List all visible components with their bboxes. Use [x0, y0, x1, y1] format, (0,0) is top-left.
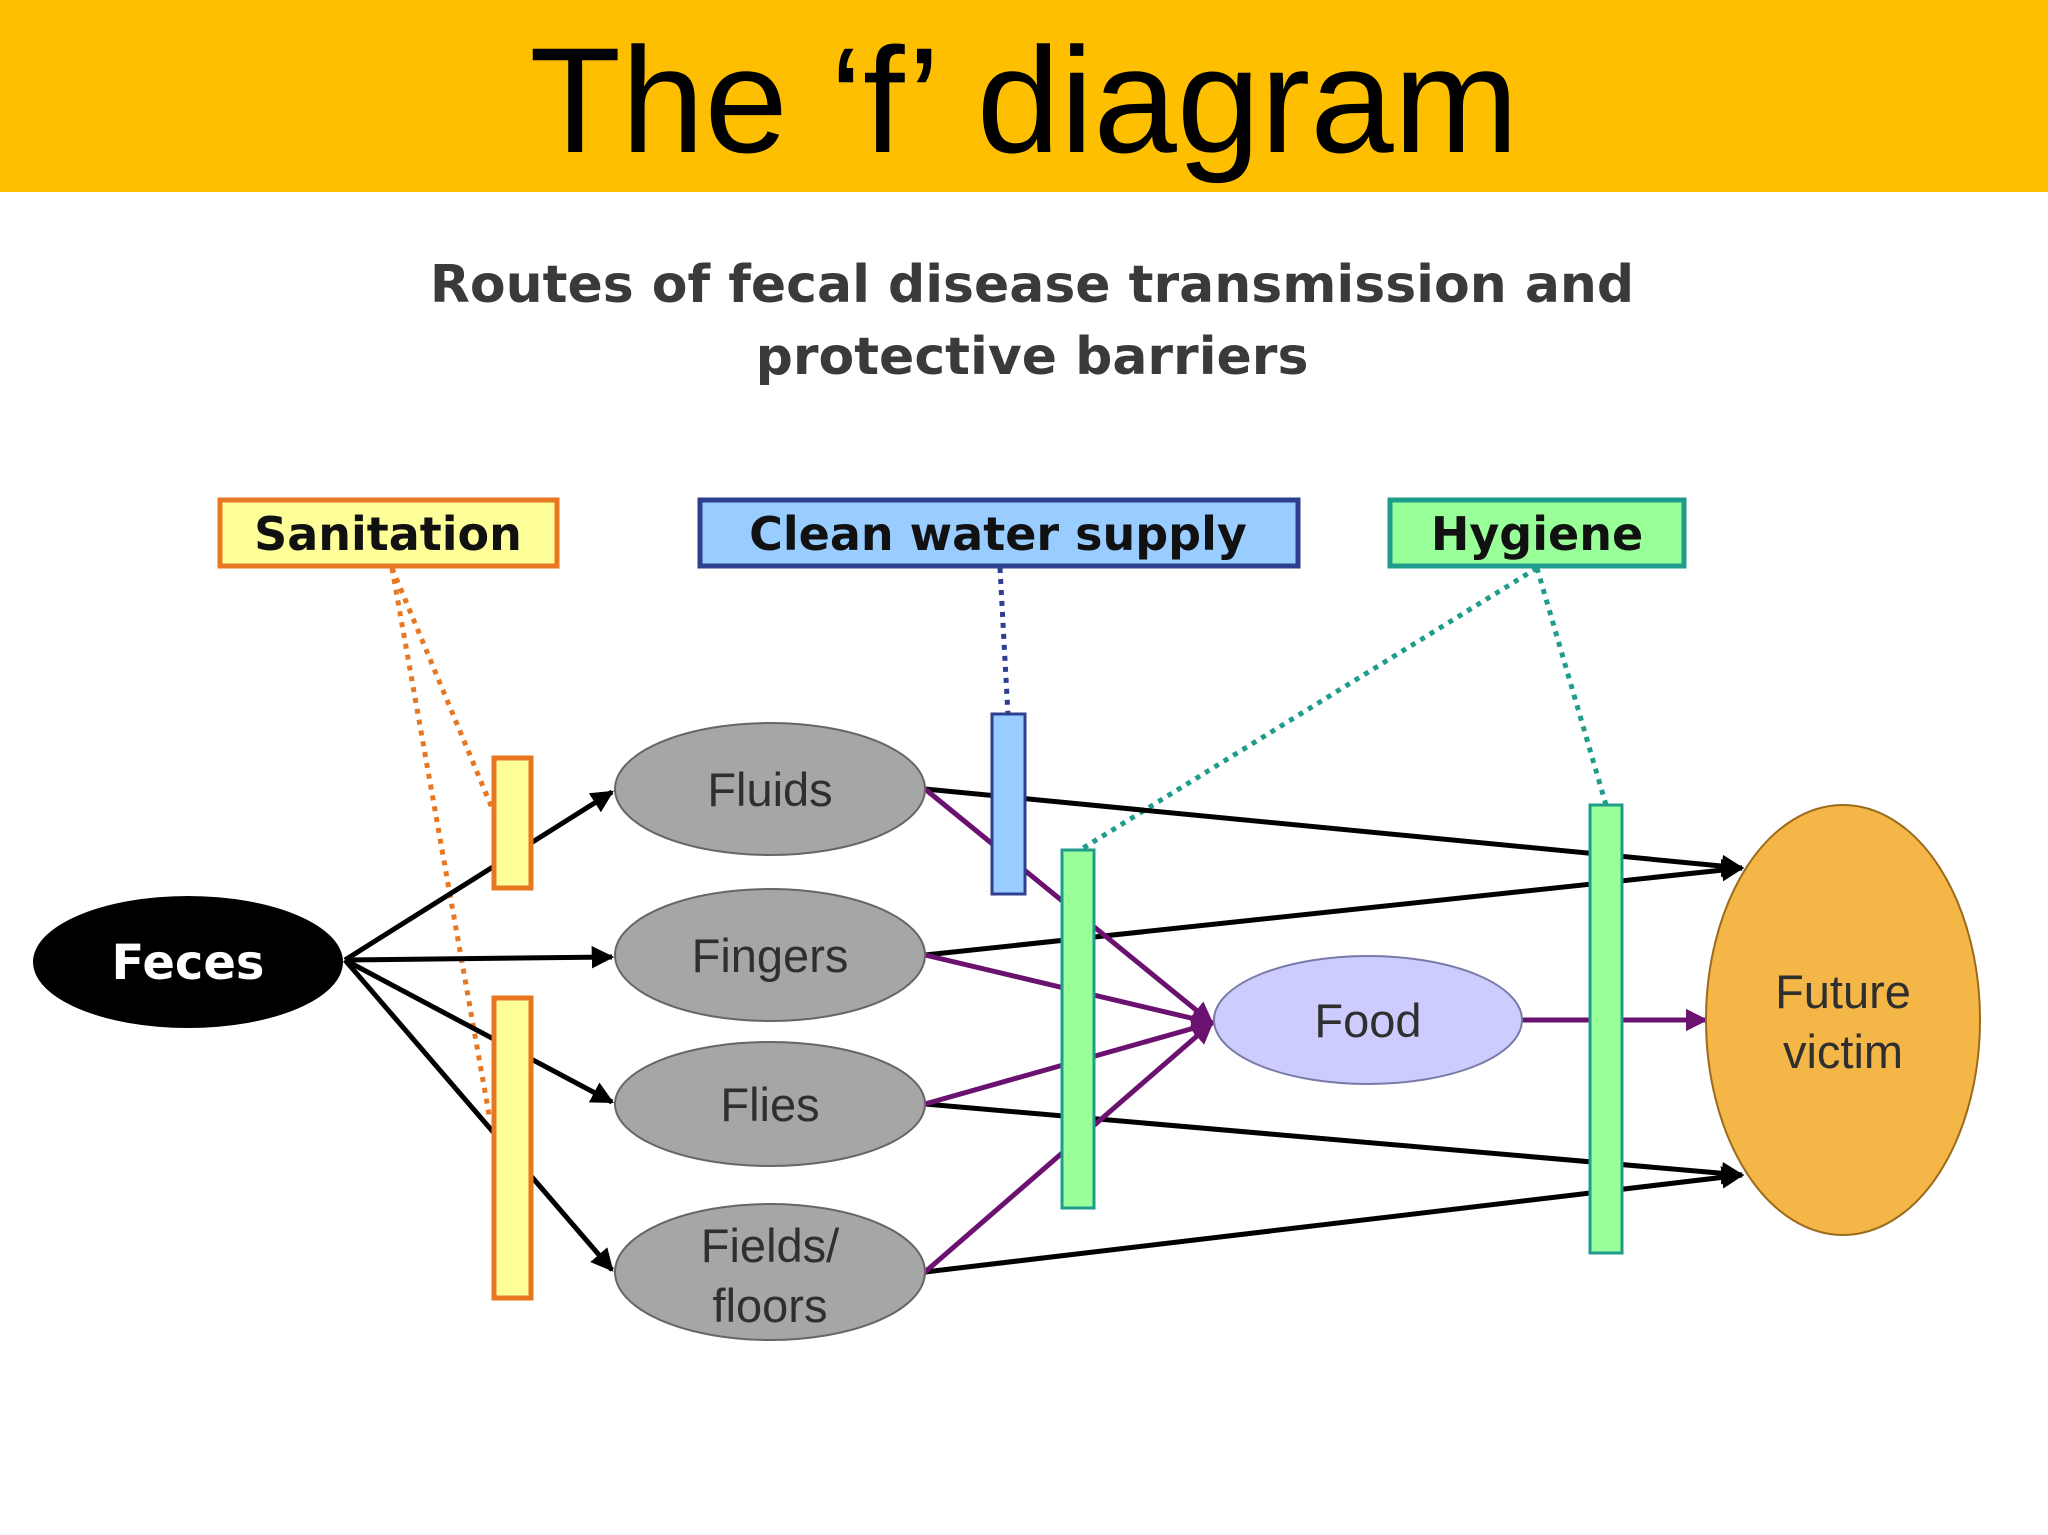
fields-floors-label-line2: floors [713, 1279, 828, 1332]
fluids-node [614, 722, 926, 856]
food-label: Food [1314, 994, 1421, 1047]
future-victim-label-line2: victim [1783, 1025, 1903, 1078]
arrow-feces-flies [343, 957, 614, 1105]
fields-floors-label-line1: Fields/ [701, 1219, 840, 1272]
clean-water-label-box [697, 497, 1301, 569]
sanitation-dotted-connectors [389, 567, 500, 1121]
diagram-subtitle-line1: Routes of fecal disease transmission and [430, 255, 1634, 315]
diagram-subtitle-line2: protective barriers [756, 327, 1309, 387]
hygiene-barrier-left [1060, 848, 1096, 1210]
hygiene-connector-left [1078, 565, 1539, 853]
sanitation-label-box [217, 497, 560, 569]
hygiene-label-box [1387, 497, 1687, 569]
future-victim-node [1705, 804, 1981, 1236]
sanitation-barrier-lower [491, 995, 534, 1301]
arrow-feces-fluids [343, 789, 614, 963]
black-transmission-arrows [343, 786, 1745, 1275]
clean-water-label: Clean water supply [749, 507, 1247, 561]
sanitation-connector-lower [389, 567, 493, 1121]
hygiene-barrier-right [1588, 803, 1624, 1255]
sanitation-label: Sanitation [254, 507, 522, 561]
clean-water-barrier [990, 712, 1027, 896]
fluids-label: Fluids [707, 763, 832, 816]
slide-title: The ‘f’ diagram [529, 16, 1519, 184]
flies-node [614, 1041, 926, 1167]
hygiene-dotted-connectors [1078, 565, 1609, 853]
sanitation-barrier-upper [491, 755, 534, 891]
sanitation-connector-upper [389, 567, 500, 821]
food-node [1213, 955, 1523, 1085]
water-dotted-connector [997, 567, 1011, 716]
feces-label: Feces [112, 935, 265, 991]
future-victim-label-line1: Future [1775, 965, 1911, 1018]
fields-floors-node [614, 1203, 926, 1341]
flies-label: Flies [720, 1078, 819, 1131]
fingers-label: Fingers [692, 929, 849, 982]
feces-node [33, 896, 343, 1028]
hygiene-connector-right [1534, 567, 1609, 806]
arrow-feces-fields [343, 958, 614, 1272]
title-bar [0, 0, 2048, 192]
fingers-node [614, 888, 926, 1022]
arrow-feces-fingers [344, 945, 615, 969]
hygiene-label: Hygiene [1431, 507, 1643, 561]
